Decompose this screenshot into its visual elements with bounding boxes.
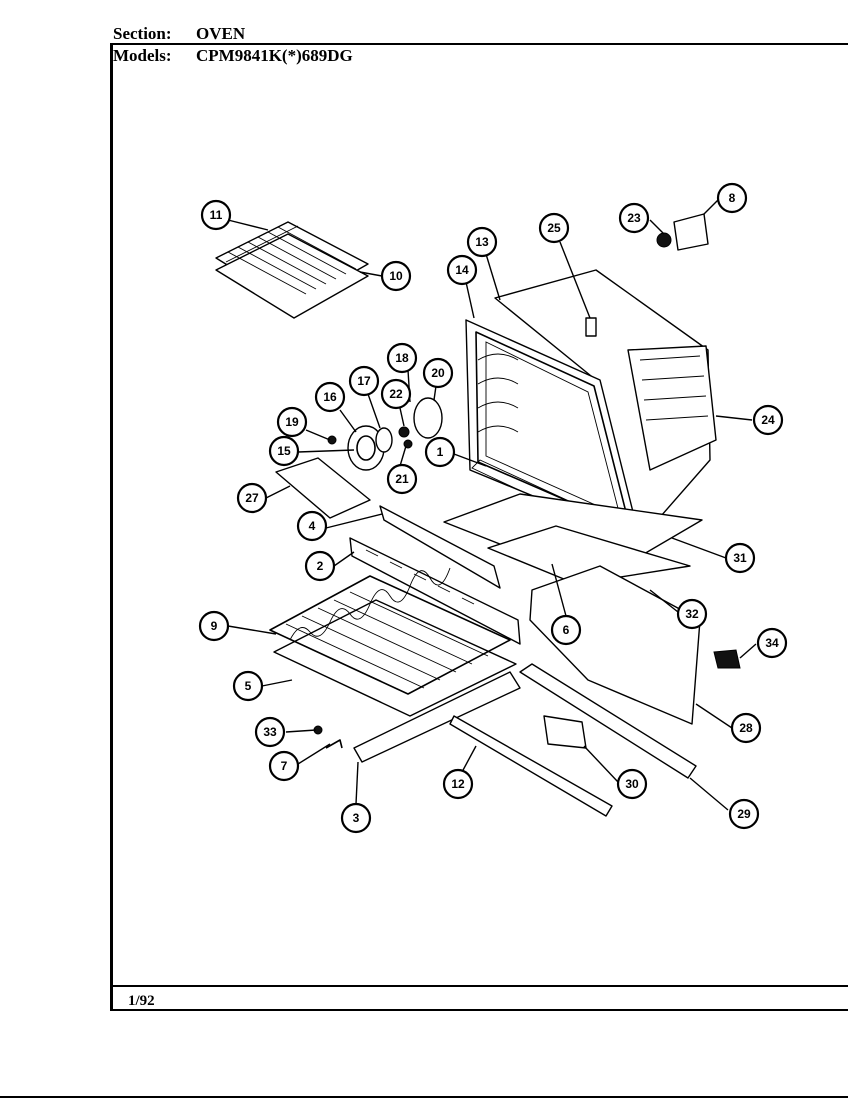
models-value: CPM9841K(*)689DG: [196, 46, 353, 65]
page-bottom-rule: [0, 1096, 848, 1098]
section-label: Section:: [113, 24, 172, 43]
callout-22: 22: [380, 378, 412, 410]
callout-3: 3: [340, 802, 372, 834]
broil-pan-assembly: [269, 567, 517, 717]
callout-1: 1: [424, 436, 456, 468]
callout-11: 11: [200, 199, 232, 231]
svg-text:24: 24: [761, 413, 775, 427]
callout-23: 23: [618, 202, 650, 234]
element-cover: [275, 457, 371, 519]
svg-text:29: 29: [737, 807, 751, 821]
footer-band: [110, 985, 848, 1011]
callout-20: 20: [422, 357, 454, 389]
footer-date: 1/92: [128, 993, 155, 1009]
svg-text:6: 6: [563, 623, 570, 637]
svg-text:14: 14: [455, 263, 469, 277]
svg-text:30: 30: [625, 777, 639, 791]
callout-7: 7: [268, 750, 300, 782]
convection-fan-assembly: [327, 397, 443, 471]
callout-30: 30: [616, 768, 648, 800]
svg-text:7: 7: [281, 759, 288, 773]
svg-text:25: 25: [547, 221, 561, 235]
svg-text:33: 33: [263, 725, 277, 739]
callout-10: 10: [380, 260, 412, 292]
callout-14: 14: [446, 254, 478, 286]
callout-19: 19: [276, 406, 308, 438]
svg-text:34: 34: [765, 636, 779, 650]
callout-8-upper: 8: [716, 182, 748, 214]
svg-text:16: 16: [323, 390, 337, 404]
svg-text:23: 23: [627, 211, 641, 225]
svg-text:17: 17: [357, 374, 371, 388]
svg-text:13: 13: [475, 235, 489, 249]
callout-9: 9: [198, 610, 230, 642]
svg-text:28: 28: [739, 721, 753, 735]
callout-15: 15: [268, 435, 300, 467]
svg-text:31: 31: [733, 551, 747, 565]
callout-32: 32: [676, 598, 708, 630]
callout-12: 12: [442, 768, 474, 800]
callout-25: 25: [538, 212, 570, 244]
svg-text:22: 22: [389, 387, 403, 401]
svg-text:5: 5: [245, 679, 252, 693]
svg-text:21: 21: [395, 472, 409, 486]
leader-lines: [227, 199, 757, 811]
callout-29: 29: [728, 798, 760, 830]
section-value: OVEN: [196, 24, 246, 43]
svg-text:15: 15: [277, 444, 291, 458]
svg-text:18: 18: [395, 351, 409, 365]
callout-18: 18: [386, 342, 418, 374]
svg-text:1: 1: [437, 445, 444, 459]
diagram-frame: [110, 43, 848, 1011]
callout-31: 31: [724, 542, 756, 574]
svg-text:11: 11: [210, 208, 223, 222]
svg-text:12: 12: [451, 777, 465, 791]
callout-33: 33: [254, 716, 286, 748]
svg-text:10: 10: [389, 269, 403, 283]
callout-5: 5: [232, 670, 264, 702]
bake-element-brackets: [349, 505, 521, 645]
svg-text:3: 3: [353, 811, 360, 825]
callout-16: 16: [314, 381, 346, 413]
svg-text:27: 27: [245, 491, 259, 505]
callout-13: 13: [466, 226, 498, 258]
callout-17: 17: [348, 365, 380, 397]
callout-27: 27: [236, 482, 268, 514]
oven-liner-body: [465, 269, 717, 541]
svg-text:8: 8: [729, 191, 736, 205]
lower-frame-parts: [313, 565, 741, 817]
svg-text:9: 9: [211, 619, 218, 633]
callout-4: 4: [296, 510, 328, 542]
oven-racks: [215, 221, 369, 319]
callout-24: 24: [752, 404, 784, 436]
svg-text:20: 20: [431, 366, 445, 380]
callout-34: 34: [756, 627, 788, 659]
bottom-plates: [443, 493, 703, 585]
sensor-bracket: [656, 213, 709, 251]
svg-text:4: 4: [309, 519, 316, 533]
callout-2: 2: [304, 550, 336, 582]
callout-6: 6: [550, 614, 582, 646]
svg-text:2: 2: [317, 559, 324, 573]
callout-21: 21: [386, 463, 418, 495]
svg-text:19: 19: [285, 415, 299, 429]
callout-28: 28: [730, 712, 762, 744]
svg-text:32: 32: [685, 607, 699, 621]
models-label: Models:: [113, 46, 172, 65]
